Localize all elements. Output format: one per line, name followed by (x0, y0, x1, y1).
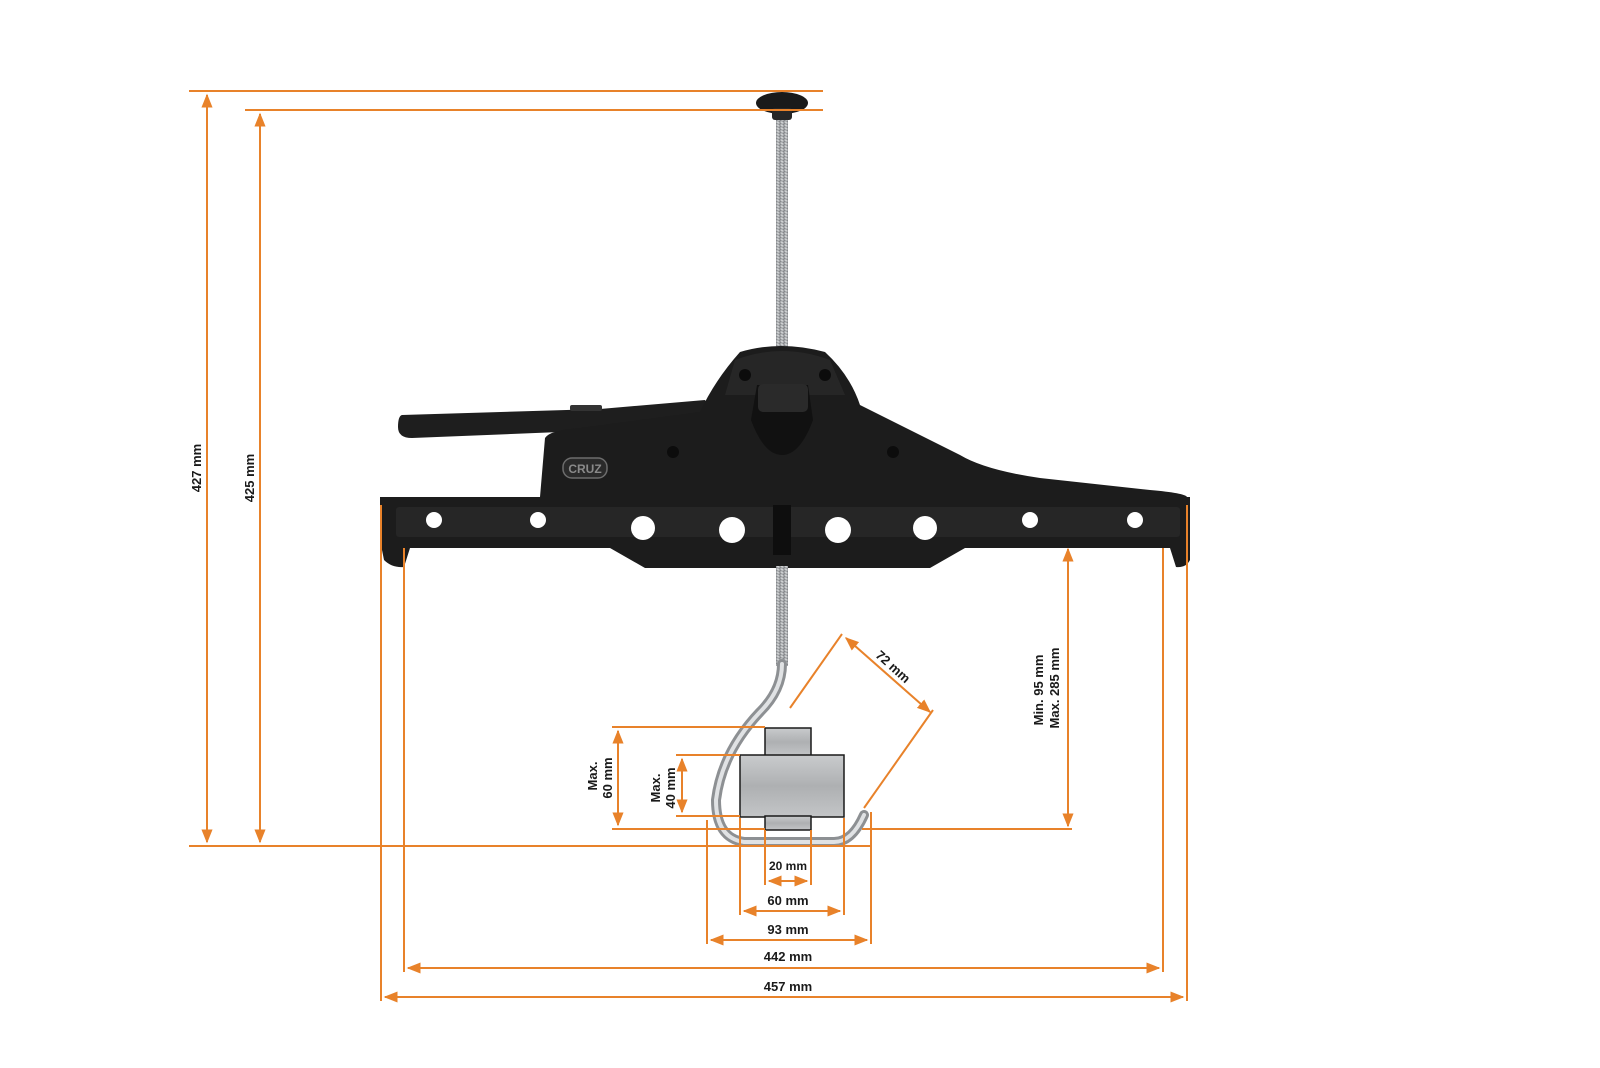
label-clamp-max: Max. 285 mm (1047, 648, 1062, 729)
label-hook-width: 93 mm (767, 922, 808, 937)
label-block-width: 60 mm (767, 893, 808, 908)
label-total-height: 427 mm (189, 444, 204, 492)
load-block-top (764, 727, 812, 757)
load-block-bottom (764, 815, 812, 831)
locking-lever (398, 400, 715, 438)
label-inner-width: 20 mm (769, 859, 807, 873)
threaded-rod-lower (776, 566, 788, 666)
label-inner-height-value: 40 mm (663, 767, 678, 808)
label-rod-height: 425 mm (242, 454, 257, 502)
label-outer-height-max: Max. (585, 762, 600, 791)
crossbar-holes (426, 512, 1143, 543)
label-outer-height-value: 60 mm (600, 757, 615, 798)
threaded-rod-upper (776, 118, 788, 358)
dimension-labels: 427 mm 425 mm Min. 95 mm Max. 285 mm 72 … (189, 444, 1062, 994)
bracket-housing (540, 346, 1187, 497)
roof-rack-bracket: CRUZ (380, 92, 1190, 847)
brand-logo: CRUZ (568, 462, 601, 476)
label-clamp-min: Min. 95 mm (1031, 655, 1046, 726)
dimension-lines (189, 90, 1188, 1003)
label-total-width: 457 mm (764, 979, 812, 994)
adjustment-knob (756, 92, 808, 120)
label-inner-span: 442 mm (764, 949, 812, 964)
logo-plate (562, 457, 608, 479)
load-block-main (739, 754, 845, 818)
label-inner-height-max: Max. (648, 774, 663, 803)
